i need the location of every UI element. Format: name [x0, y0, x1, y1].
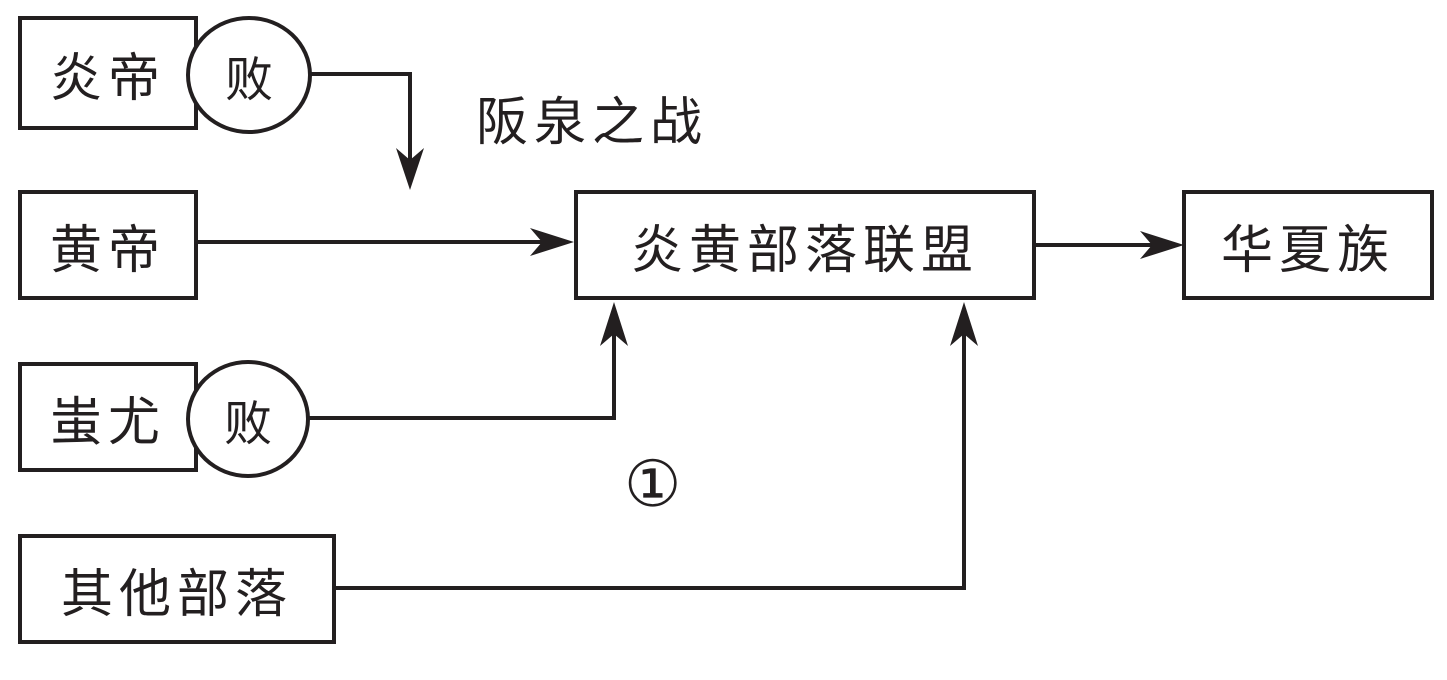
alliance-node: 炎黄部落联盟 — [574, 190, 1036, 300]
huangdi-arrowhead — [530, 228, 574, 256]
yandi-to-battle-arrow — [310, 72, 412, 170]
yandi-arrowhead — [396, 148, 424, 190]
chiyou-defeat-text: 败 — [223, 396, 272, 452]
other-tribes-node: 其他部落 — [18, 534, 336, 644]
other-tribes-label: 其他部落 — [60, 564, 293, 625]
blank-1-marker: ① — [624, 448, 682, 522]
yandi-defeat-badge: 败 — [186, 16, 312, 134]
others-to-alliance-arrow — [336, 322, 966, 590]
chiyou-arrowhead — [600, 302, 628, 346]
huaxia-node: 华夏族 — [1182, 190, 1434, 300]
yandi-defeat-text: 败 — [224, 52, 273, 108]
huangdi-node: 黄帝 — [18, 190, 198, 300]
yandi-node: 炎帝 — [18, 16, 198, 130]
yandi-label: 炎帝 — [49, 48, 166, 109]
alliance-arrowhead — [1140, 231, 1184, 259]
huaxia-label: 华夏族 — [1220, 220, 1395, 281]
chiyou-node: 蚩尤 — [18, 362, 198, 472]
alliance-label: 炎黄部落联盟 — [630, 220, 979, 281]
banquan-battle-label: 阪泉之战 — [476, 93, 709, 153]
chiyou-label: 蚩尤 — [49, 392, 166, 453]
others-arrowhead — [950, 302, 978, 346]
chiyou-to-alliance-arrow — [308, 322, 616, 420]
chiyou-defeat-badge: 败 — [186, 360, 310, 478]
huangdi-label: 黄帝 — [49, 220, 166, 281]
